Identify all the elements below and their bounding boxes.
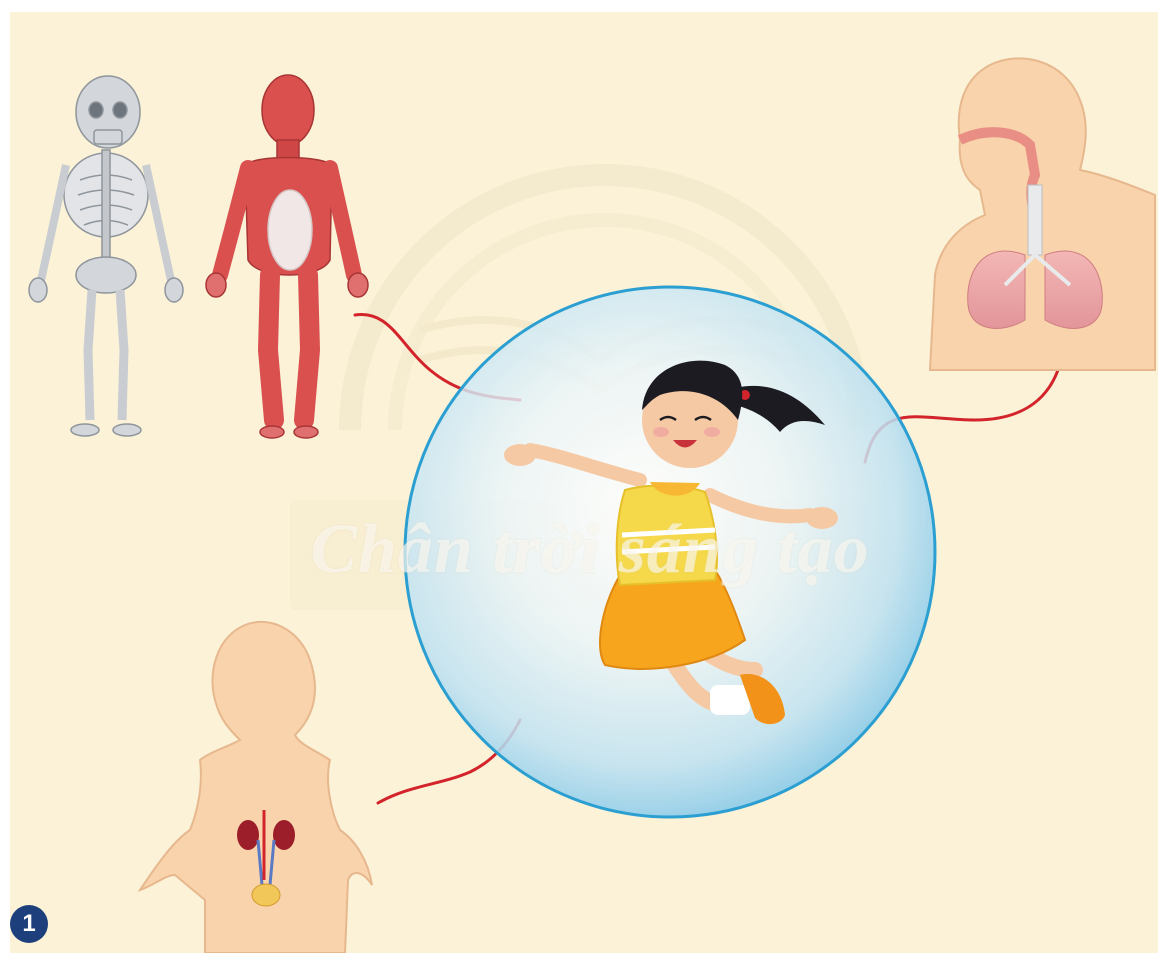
number-badge: 1 <box>10 905 48 943</box>
respiratory-illustration <box>930 58 1155 370</box>
urinary-illustration <box>140 622 372 953</box>
watermark-text: Chân trời sáng tạo <box>300 500 880 600</box>
skeleton-illustration <box>29 76 183 436</box>
